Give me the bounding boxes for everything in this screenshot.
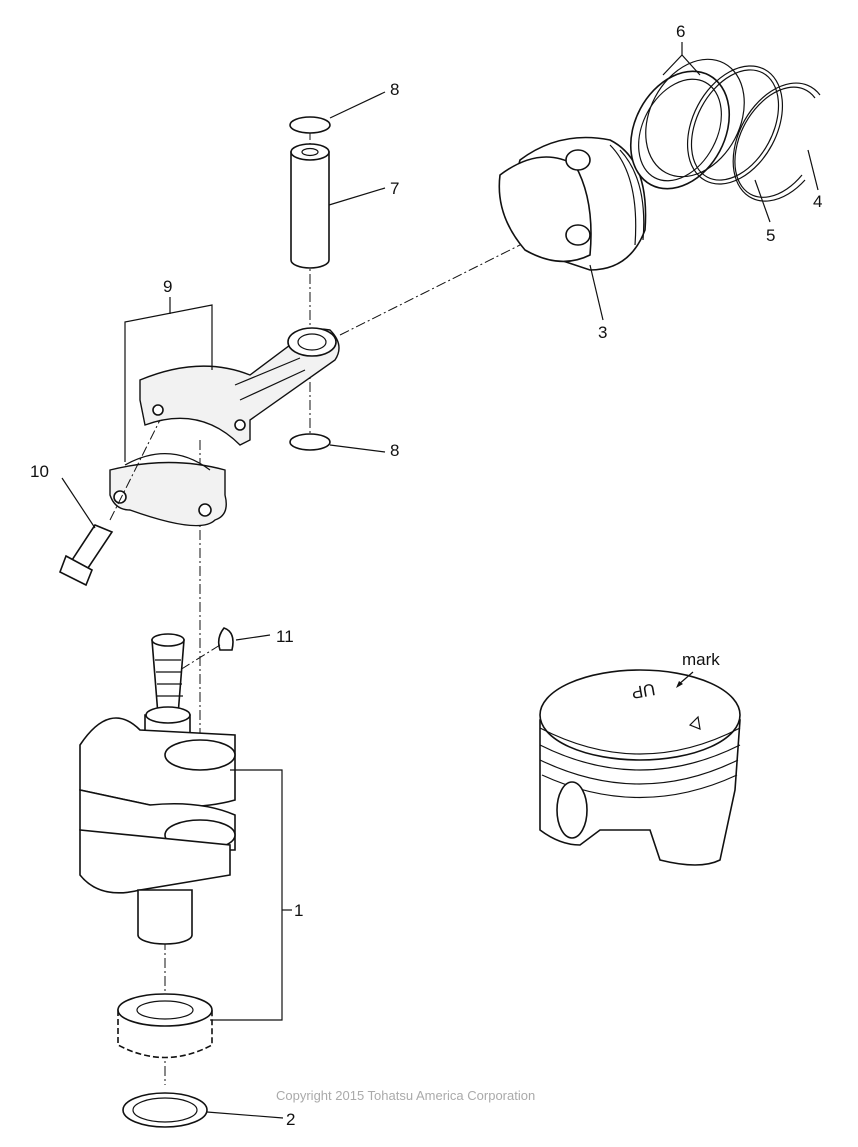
callout-5: 5	[766, 226, 775, 245]
crank-gear	[117, 993, 213, 1059]
callout-8-top: 8	[390, 80, 399, 99]
copyright-text: Copyright 2015 Tohatsu America Corporati…	[276, 1088, 535, 1103]
piston-pin: 7	[290, 143, 399, 269]
callout-4: 4	[813, 192, 822, 211]
piston-detail-view: UP mark	[539, 650, 741, 866]
callout-9: 9	[163, 277, 172, 296]
callout-8-bottom: 8	[390, 441, 399, 460]
washer: 2	[122, 1092, 295, 1129]
callout-7: 7	[390, 179, 399, 198]
callout-9-bracket: 9	[124, 277, 213, 462]
pin-clip-top: 8	[289, 80, 399, 134]
callout-3: 3	[598, 323, 607, 342]
piston-axis-line	[339, 219, 571, 336]
callout-1: 1	[294, 901, 303, 920]
callout-11: 11	[276, 627, 294, 646]
piston: 3	[498, 136, 647, 342]
callout-10: 10	[30, 462, 49, 481]
crankshaft	[79, 633, 236, 945]
woodruff-key: 11	[179, 627, 294, 671]
connecting-rod-cap	[109, 453, 227, 527]
callout-1-bracket: 1	[210, 769, 303, 1021]
connecting-rod	[139, 327, 340, 446]
callout-2: 2	[286, 1110, 295, 1129]
up-mark-text: UP	[630, 679, 657, 702]
callout-6-bracket: 6	[662, 22, 701, 76]
mark-label: mark	[682, 650, 720, 669]
callout-6: 6	[676, 22, 685, 41]
rod-bolt: 10	[30, 419, 161, 587]
ring-top: 4	[732, 82, 822, 211]
pin-clip-bottom: 8	[289, 433, 399, 460]
